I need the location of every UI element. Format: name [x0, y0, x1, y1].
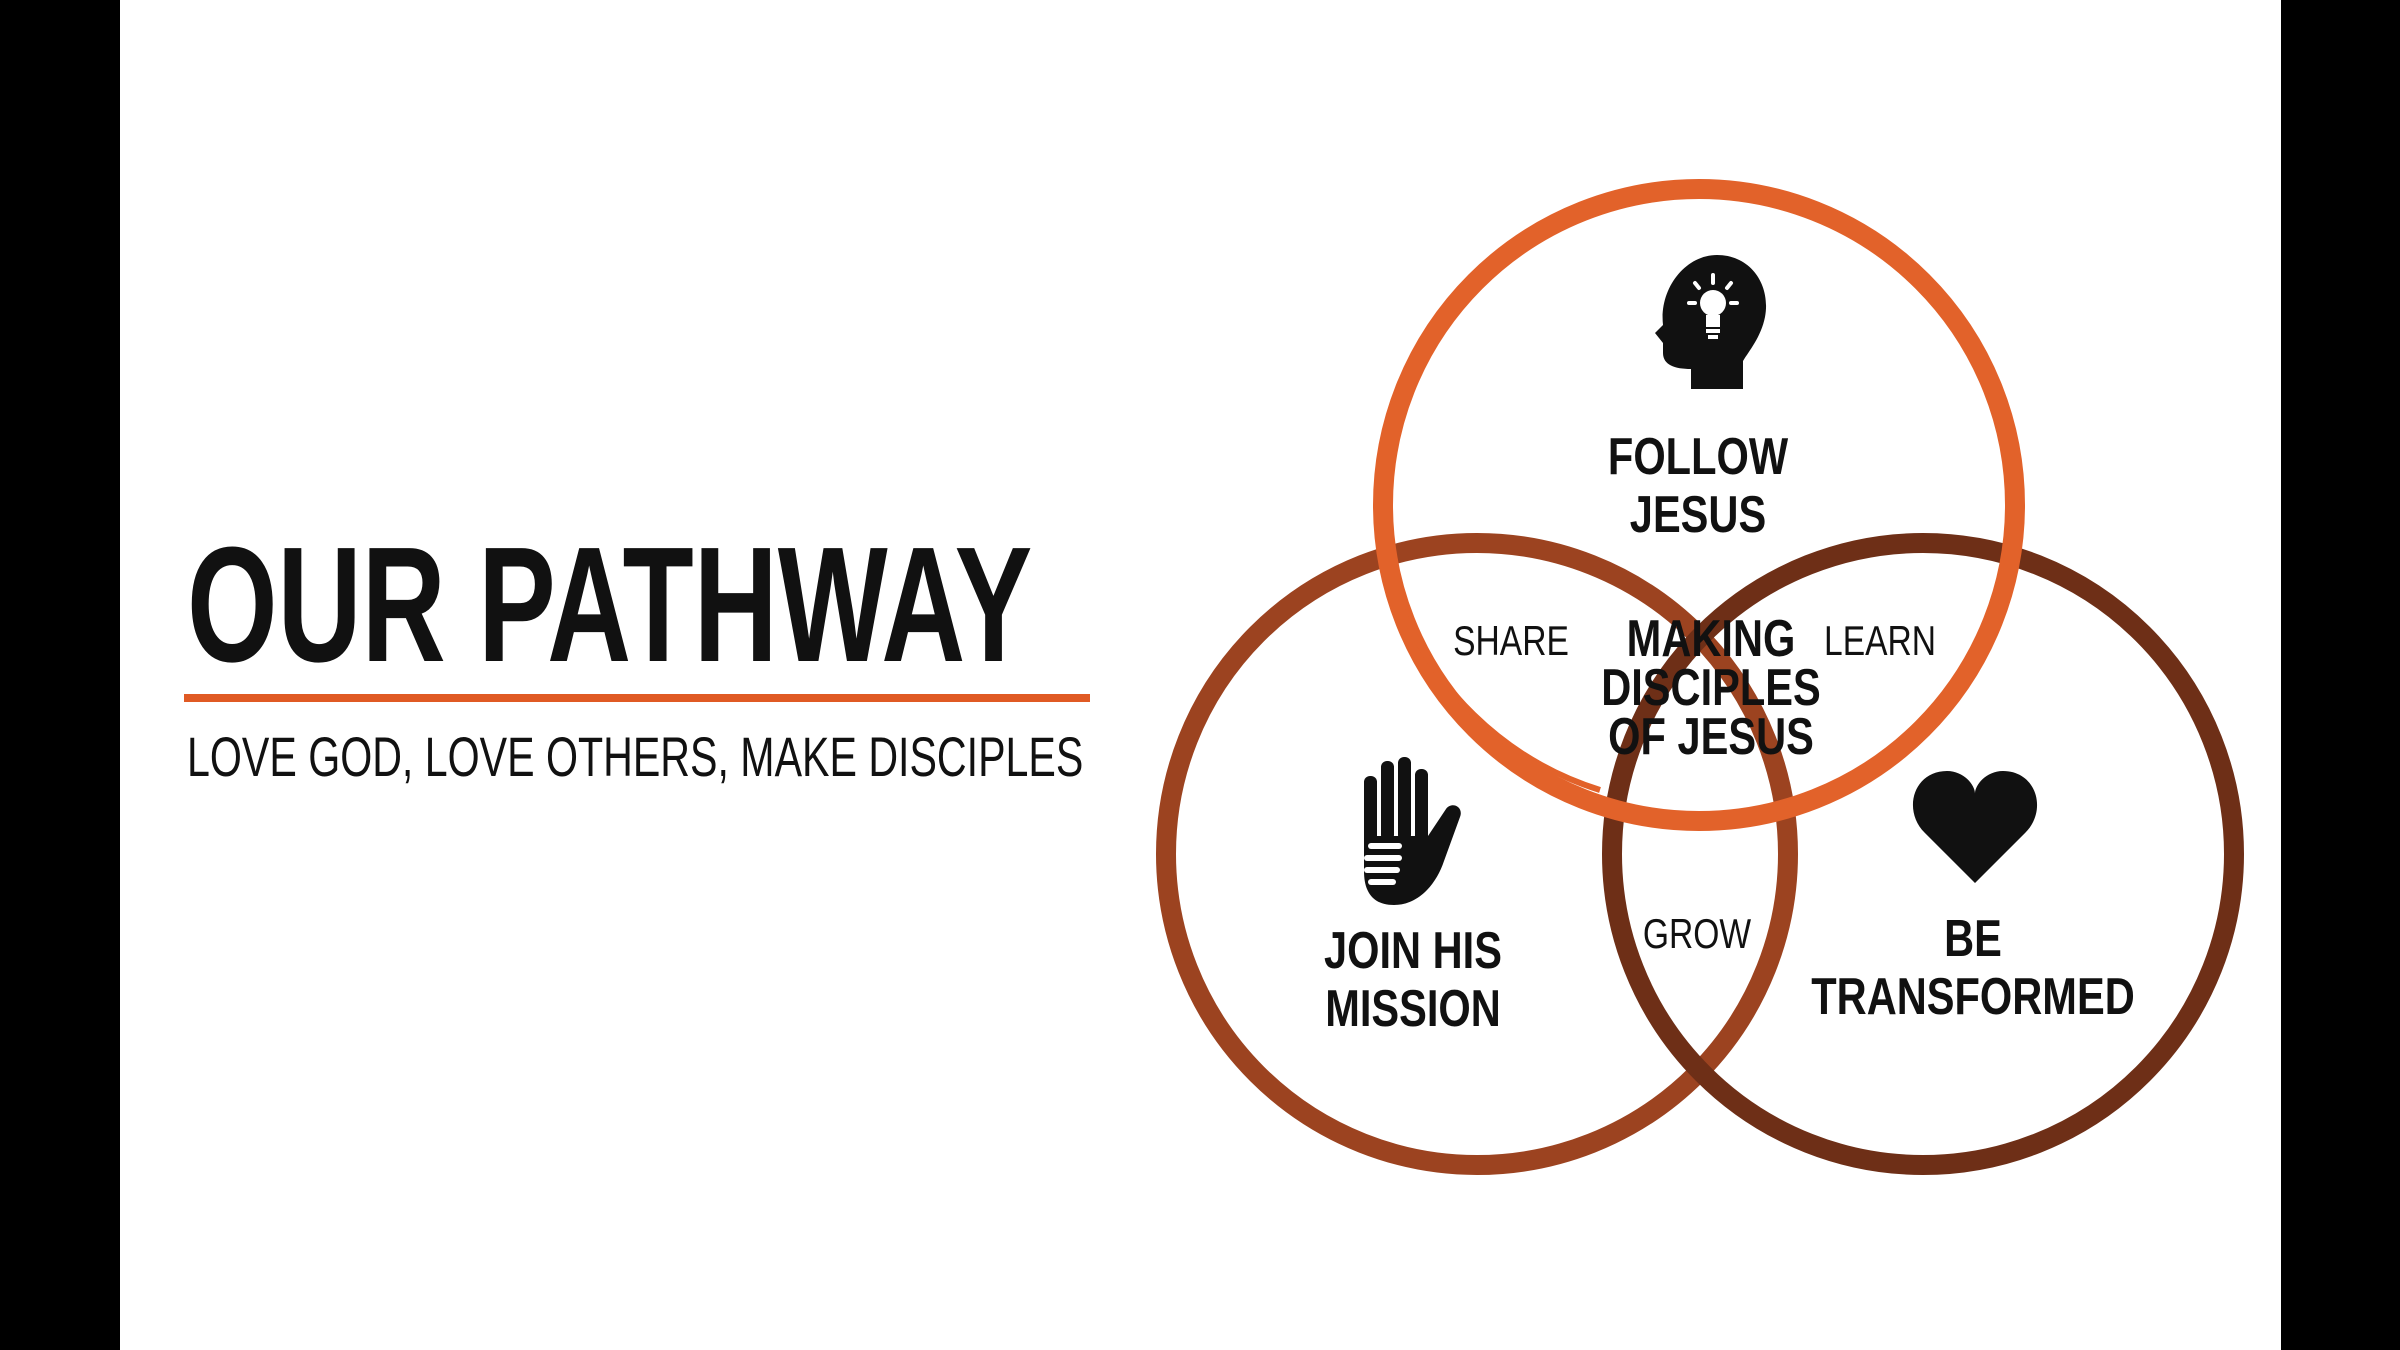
overlap-grow: GROW — [1643, 912, 1751, 958]
top-label-line1: FOLLOW — [1608, 427, 1789, 486]
left-label-line1: JOIN HIS — [1324, 921, 1502, 980]
overlap-share: SHARE — [1453, 619, 1569, 665]
slide — [120, 0, 2281, 1350]
right-label-line2: TRANSFORMED — [1811, 967, 2134, 1026]
venn-circle-left — [1156, 533, 1798, 1175]
slide-title: OUR PATHWAY — [187, 513, 1032, 696]
center-label-line2: DISCIPLES — [1601, 658, 1821, 717]
head-lightbulb-icon — [1655, 255, 1767, 389]
slide-subtitle: LOVE GOD, LOVE OTHERS, MAKE DISCIPLES — [187, 727, 1083, 789]
letterbox-left — [0, 0, 120, 1350]
heart-icon — [1912, 771, 2038, 883]
venn-top-overlay-arc — [1392, 589, 1601, 793]
venn-circle-right — [1602, 533, 2244, 1175]
hand-icon — [1364, 757, 1461, 905]
left-label-line2: MISSION — [1325, 979, 1501, 1038]
venn-circle-top — [1373, 179, 2025, 831]
top-label-line2: JESUS — [1630, 485, 1766, 544]
center-label-line3: OF JESUS — [1608, 707, 1814, 766]
letterbox-right — [2281, 0, 2400, 1350]
center-label-line1: MAKING — [1627, 609, 1796, 668]
title-underline — [184, 694, 1090, 702]
overlap-learn: LEARN — [1824, 619, 1936, 665]
right-label-line1: BE — [1944, 909, 2002, 968]
